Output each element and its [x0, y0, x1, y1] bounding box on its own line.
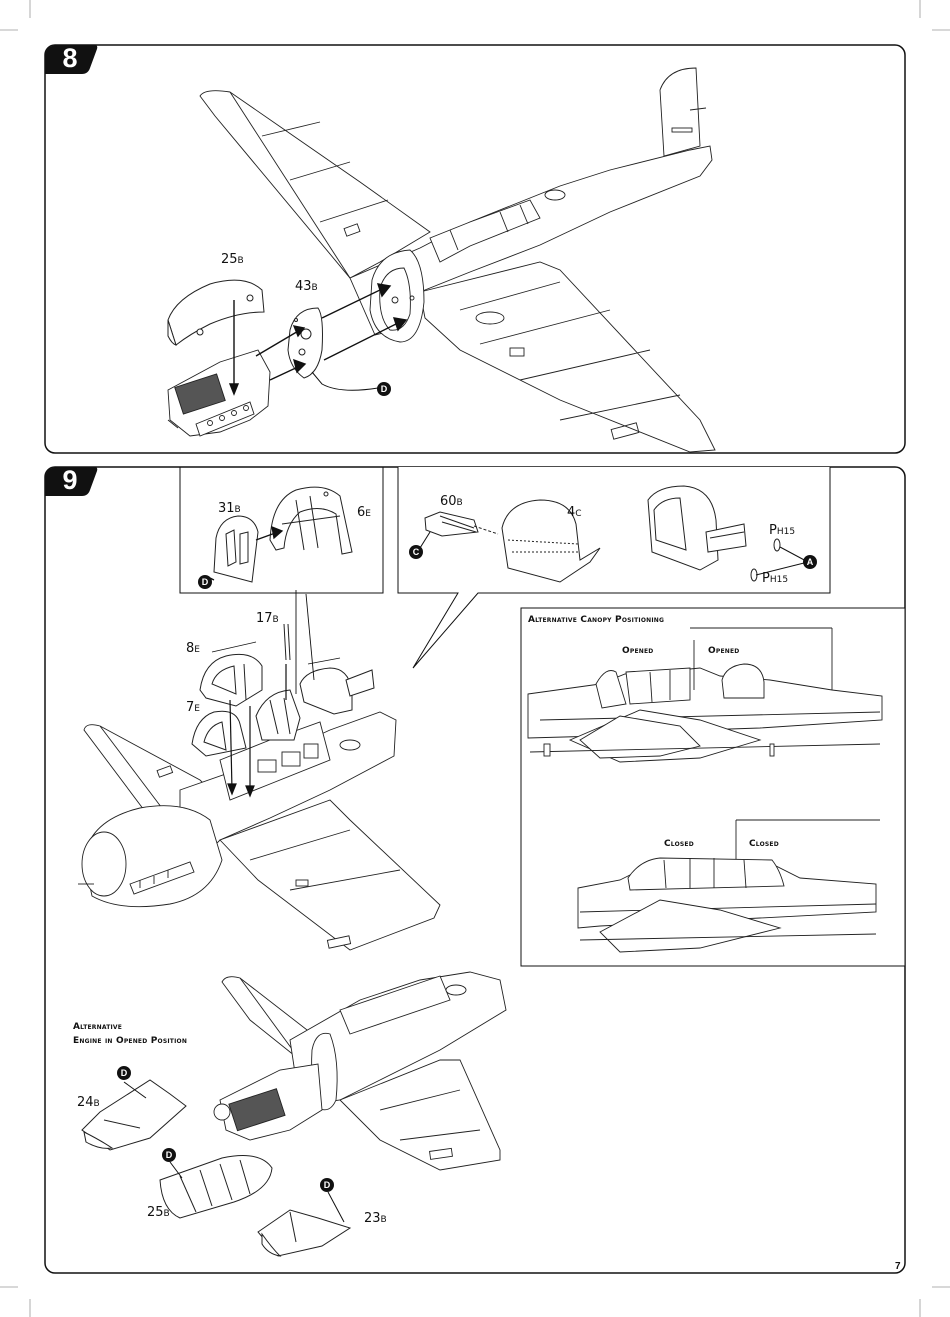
part-sprue: H15 [769, 575, 789, 585]
step8-airplane [199, 67, 716, 453]
part-sprue: B [163, 1209, 170, 1219]
part-number: 31 [218, 501, 235, 516]
part-label-25B-alt: 25B [147, 1206, 170, 1219]
part-number: P [762, 571, 770, 586]
part-number: 17 [256, 611, 273, 626]
part-sprue: E [365, 509, 371, 519]
step8-frame [44, 44, 906, 454]
part-number: 43 [295, 279, 312, 294]
part-label-ph15-top: PH15 [769, 524, 795, 537]
part-label-7E: 7E [186, 701, 200, 714]
inset1-parts [213, 486, 353, 583]
step9-canopies [191, 623, 375, 757]
marker-D: D [320, 1178, 334, 1192]
closed-label-1: Closed [664, 839, 694, 849]
marker-D: D [117, 1066, 131, 1080]
marker-D: D [377, 382, 391, 396]
part-label-43B: 43B [295, 280, 318, 293]
canopy-panel-title: Alternative Canopy Positioning [528, 615, 665, 625]
step9-arrows [211, 590, 341, 798]
part-number: 24 [77, 1095, 94, 1110]
step9-badge [45, 467, 98, 496]
marker-D: D [162, 1148, 176, 1162]
part-label-24B: 24B [77, 1096, 100, 1109]
part-label-8E: 8E [186, 642, 200, 655]
part-number: 25 [147, 1205, 164, 1220]
part-number: 4 [567, 505, 576, 520]
canopy-closed-drawing [577, 819, 880, 953]
part-sprue: E [194, 704, 200, 714]
step8-number: 8 [62, 43, 78, 73]
opened-label-1: Opened [622, 646, 654, 656]
marker-A: A [803, 555, 817, 569]
part-sprue: B [311, 283, 318, 293]
part-label-31B: 31B [218, 502, 241, 515]
part-number: 6 [357, 505, 366, 520]
alt-engine-cowlings [81, 1079, 352, 1257]
part-sprue: B [237, 256, 244, 266]
inset2-parts [424, 485, 781, 583]
part-label-6E: 6E [357, 506, 371, 519]
part-number: 25 [221, 252, 238, 267]
step8-badge [45, 45, 98, 74]
canopy-opened-drawing [527, 627, 883, 763]
opened-label-2: Opened [708, 646, 740, 656]
part-sprue: B [380, 1215, 387, 1225]
firewall-part-43B [287, 307, 323, 379]
part-label-60B: 60B [440, 495, 463, 508]
engine-assembly [167, 349, 271, 437]
part-label-ph15-bottom: PH15 [762, 572, 788, 585]
alt-engine-airplane [213, 971, 507, 1171]
part-label-23B: 23B [364, 1212, 387, 1225]
alt-engine-leaders [123, 1081, 345, 1223]
page-number: 7 [895, 1261, 901, 1272]
marker-D: D [198, 575, 212, 589]
inset1-arrow [209, 525, 284, 581]
step8-arrows [228, 283, 408, 396]
part-label-17B: 17B [256, 612, 279, 625]
alt-engine-title-1: Alternative [73, 1022, 123, 1032]
cowling-part-25B [167, 279, 265, 346]
part-label-4C: 4C [567, 506, 582, 519]
alt-engine-title-2: Engine in Opened Position [73, 1036, 188, 1046]
part-number: 8 [186, 641, 195, 656]
part-label-25B: 25B [221, 253, 244, 266]
part-number: 60 [440, 494, 457, 509]
part-sprue: B [234, 505, 241, 515]
inset1-frame [179, 466, 384, 594]
marker-C: C [409, 545, 423, 559]
part-number: 23 [364, 1211, 381, 1226]
part-sprue: E [194, 645, 200, 655]
step9-number: 9 [62, 465, 78, 495]
part-sprue: C [575, 509, 582, 519]
part-number: 7 [186, 700, 195, 715]
step9-airplane [78, 711, 441, 951]
part-number: P [769, 523, 777, 538]
part-sprue: B [93, 1099, 100, 1109]
part-sprue: H15 [776, 527, 796, 537]
closed-label-2: Closed [749, 839, 779, 849]
part-sprue: B [272, 615, 279, 625]
part-sprue: B [456, 498, 463, 508]
